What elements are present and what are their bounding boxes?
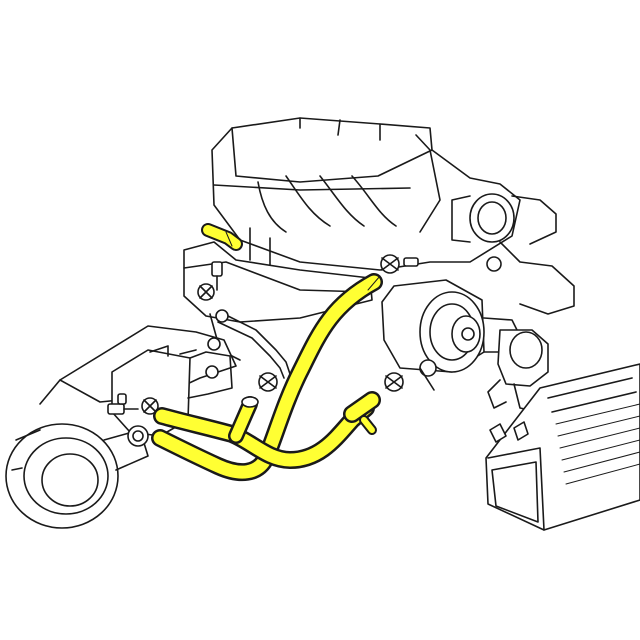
heater-hose-outlet — [153, 399, 375, 469]
clamp — [127, 425, 149, 447]
hose-end-fitting — [343, 391, 381, 435]
bolt — [211, 261, 223, 291]
engine-block — [183, 241, 373, 361]
radiator — [485, 363, 640, 531]
ac-compressor — [381, 279, 521, 373]
clamp — [141, 397, 159, 415]
hose-clamp-line — [225, 231, 233, 247]
water-outlet — [487, 329, 549, 415]
brake-booster — [5, 423, 149, 529]
clamp — [258, 372, 278, 392]
intake-manifold — [211, 117, 521, 271]
clamp — [380, 254, 400, 274]
clamp — [197, 283, 215, 301]
hose-tee-fitting — [228, 396, 259, 444]
clamp — [384, 372, 404, 392]
hose-clamp-line — [367, 275, 381, 291]
clamp — [419, 359, 437, 391]
heater-hose-upper-small — [201, 223, 243, 251]
bolt — [107, 403, 139, 415]
bolt — [403, 257, 419, 267]
bolt — [117, 393, 127, 405]
heater-pipe — [215, 309, 291, 379]
throttle-body — [451, 193, 575, 315]
